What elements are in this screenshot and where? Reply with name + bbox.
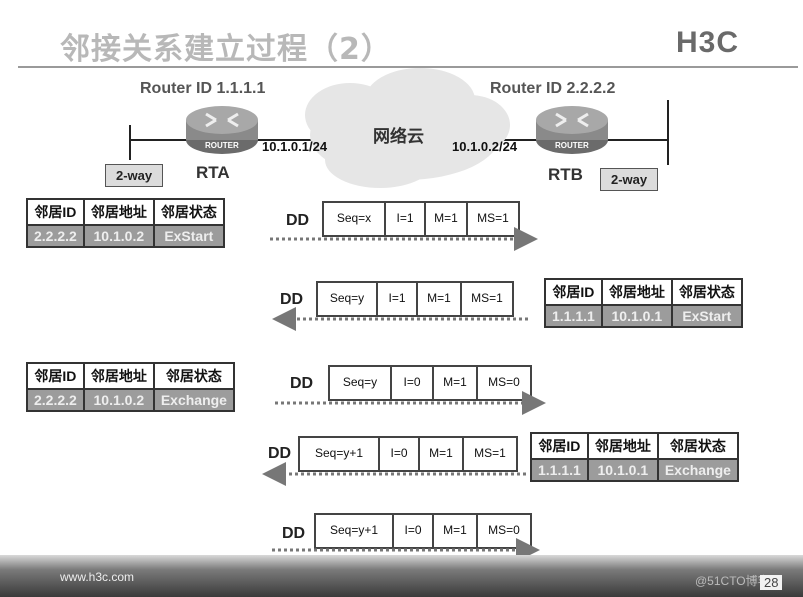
header-neighbor-addr: 邻居地址: [82, 362, 155, 390]
header-neighbor-state: 邻居状态: [656, 432, 739, 460]
field-seq: Seq=y+1: [316, 515, 394, 547]
field-m: M=1: [426, 203, 468, 235]
dd-label-5: DD: [282, 525, 306, 542]
topology-diagram: [129, 68, 669, 188]
dd-label-1: DD: [286, 212, 310, 229]
dd-label-4: DD: [268, 445, 292, 462]
rtb-router-id: Router ID 2.2.2.2: [490, 80, 616, 97]
neighbor-addr: 10.1.0.2: [82, 388, 155, 412]
title-divider: [18, 66, 798, 68]
header-neighbor-addr: 邻居地址: [600, 278, 673, 306]
network-cloud-icon: [305, 68, 510, 188]
field-seq: Seq=y+1: [300, 438, 380, 470]
rtb-neighbor-table-2: 邻居ID 邻居地址 邻居状态 1.1.1.1 10.1.0.1 Exchange: [530, 432, 739, 482]
dd-label-2: DD: [280, 291, 304, 308]
field-ms: MS=1: [477, 211, 509, 225]
neighbor-addr: 10.1.0.1: [600, 304, 673, 328]
header-neighbor-state: 邻居状态: [152, 198, 225, 226]
rta-ip: 10.1.0.1/24: [262, 139, 328, 154]
header-neighbor-state: 邻居状态: [670, 278, 743, 306]
field-i: I=1: [378, 283, 418, 315]
neighbor-addr: 10.1.0.2: [82, 224, 155, 248]
rtb-state-badge: 2-way: [600, 168, 659, 191]
dd-packet-2: Seq=y I=1 M=1 MS=1: [316, 281, 514, 317]
field-seq: Seq=y: [318, 283, 378, 315]
neighbor-state: ExStart: [152, 224, 225, 248]
neighbor-state: ExStart: [670, 304, 743, 328]
neighbor-id: 1.1.1.1: [530, 458, 589, 482]
page-number: 28: [760, 575, 783, 590]
watermark: @51CTO博客: [695, 574, 770, 588]
rtb-neighbor-table-1: 邻居ID 邻居地址 邻居状态 1.1.1.1 10.1.0.1 ExStart: [544, 278, 743, 328]
field-ms: MS=0: [488, 523, 520, 537]
dd-packet-5: Seq=y+1 I=0 M=1 MS=0: [314, 513, 532, 549]
field-m: M=1: [418, 283, 462, 315]
footer-url[interactable]: www.h3c.com: [60, 570, 135, 584]
header-neighbor-id: 邻居ID: [26, 362, 85, 390]
neighbor-id: 2.2.2.2: [26, 224, 85, 248]
footer-banner: [0, 555, 803, 597]
dd-packet-1: Seq=x I=1 M=1 MS=1: [322, 201, 520, 237]
rta-neighbor-table-2: 邻居ID 邻居地址 邻居状态 2.2.2.2 10.1.0.2 Exchange: [26, 362, 235, 412]
field-i: I=0: [380, 438, 420, 470]
neighbor-addr: 10.1.0.1: [586, 458, 659, 482]
field-ms: MS=1: [471, 291, 503, 305]
rta-router-text: ROUTER: [205, 141, 239, 150]
field-m: M=1: [420, 438, 464, 470]
rta-router-id: Router ID 1.1.1.1: [140, 80, 266, 97]
header-neighbor-id: 邻居ID: [544, 278, 603, 306]
header-neighbor-id: 邻居ID: [530, 432, 589, 460]
slide-title: 邻接关系建立过程（2）: [60, 32, 392, 67]
dd-label-3: DD: [290, 375, 314, 392]
field-ms: MS=1: [474, 446, 506, 460]
field-seq: Seq=x: [324, 203, 386, 235]
field-i: I=0: [392, 367, 434, 399]
header-neighbor-state: 邻居状态: [152, 362, 235, 390]
h3c-logo: H3C: [676, 26, 740, 59]
field-m: M=1: [434, 515, 478, 547]
rta-state-badge: 2-way: [105, 164, 164, 187]
cloud-label: 网络云: [373, 127, 424, 146]
rtb-ip: 10.1.0.2/24: [452, 139, 518, 154]
rtb-router-text: ROUTER: [555, 141, 589, 150]
field-seq: Seq=y: [330, 367, 392, 399]
dd-packet-3: Seq=y I=0 M=1 MS=0: [328, 365, 532, 401]
rta-name: RTA: [196, 163, 230, 182]
neighbor-id: 2.2.2.2: [26, 388, 85, 412]
rtb-router-icon: [536, 106, 608, 154]
rta-neighbor-table-1: 邻居ID 邻居地址 邻居状态 2.2.2.2 10.1.0.2 ExStart: [26, 198, 225, 248]
field-i: I=0: [394, 515, 434, 547]
rtb-name: RTB: [548, 165, 583, 184]
field-ms: MS=0: [488, 375, 520, 389]
neighbor-state: Exchange: [152, 388, 235, 412]
header-neighbor-addr: 邻居地址: [586, 432, 659, 460]
neighbor-state: Exchange: [656, 458, 739, 482]
neighbor-id: 1.1.1.1: [544, 304, 603, 328]
field-i: I=1: [386, 203, 426, 235]
header-neighbor-addr: 邻居地址: [82, 198, 155, 226]
header-neighbor-id: 邻居ID: [26, 198, 85, 226]
dd-packet-4: Seq=y+1 I=0 M=1 MS=1: [298, 436, 518, 472]
rta-router-icon: [186, 106, 258, 154]
field-m: M=1: [434, 367, 478, 399]
